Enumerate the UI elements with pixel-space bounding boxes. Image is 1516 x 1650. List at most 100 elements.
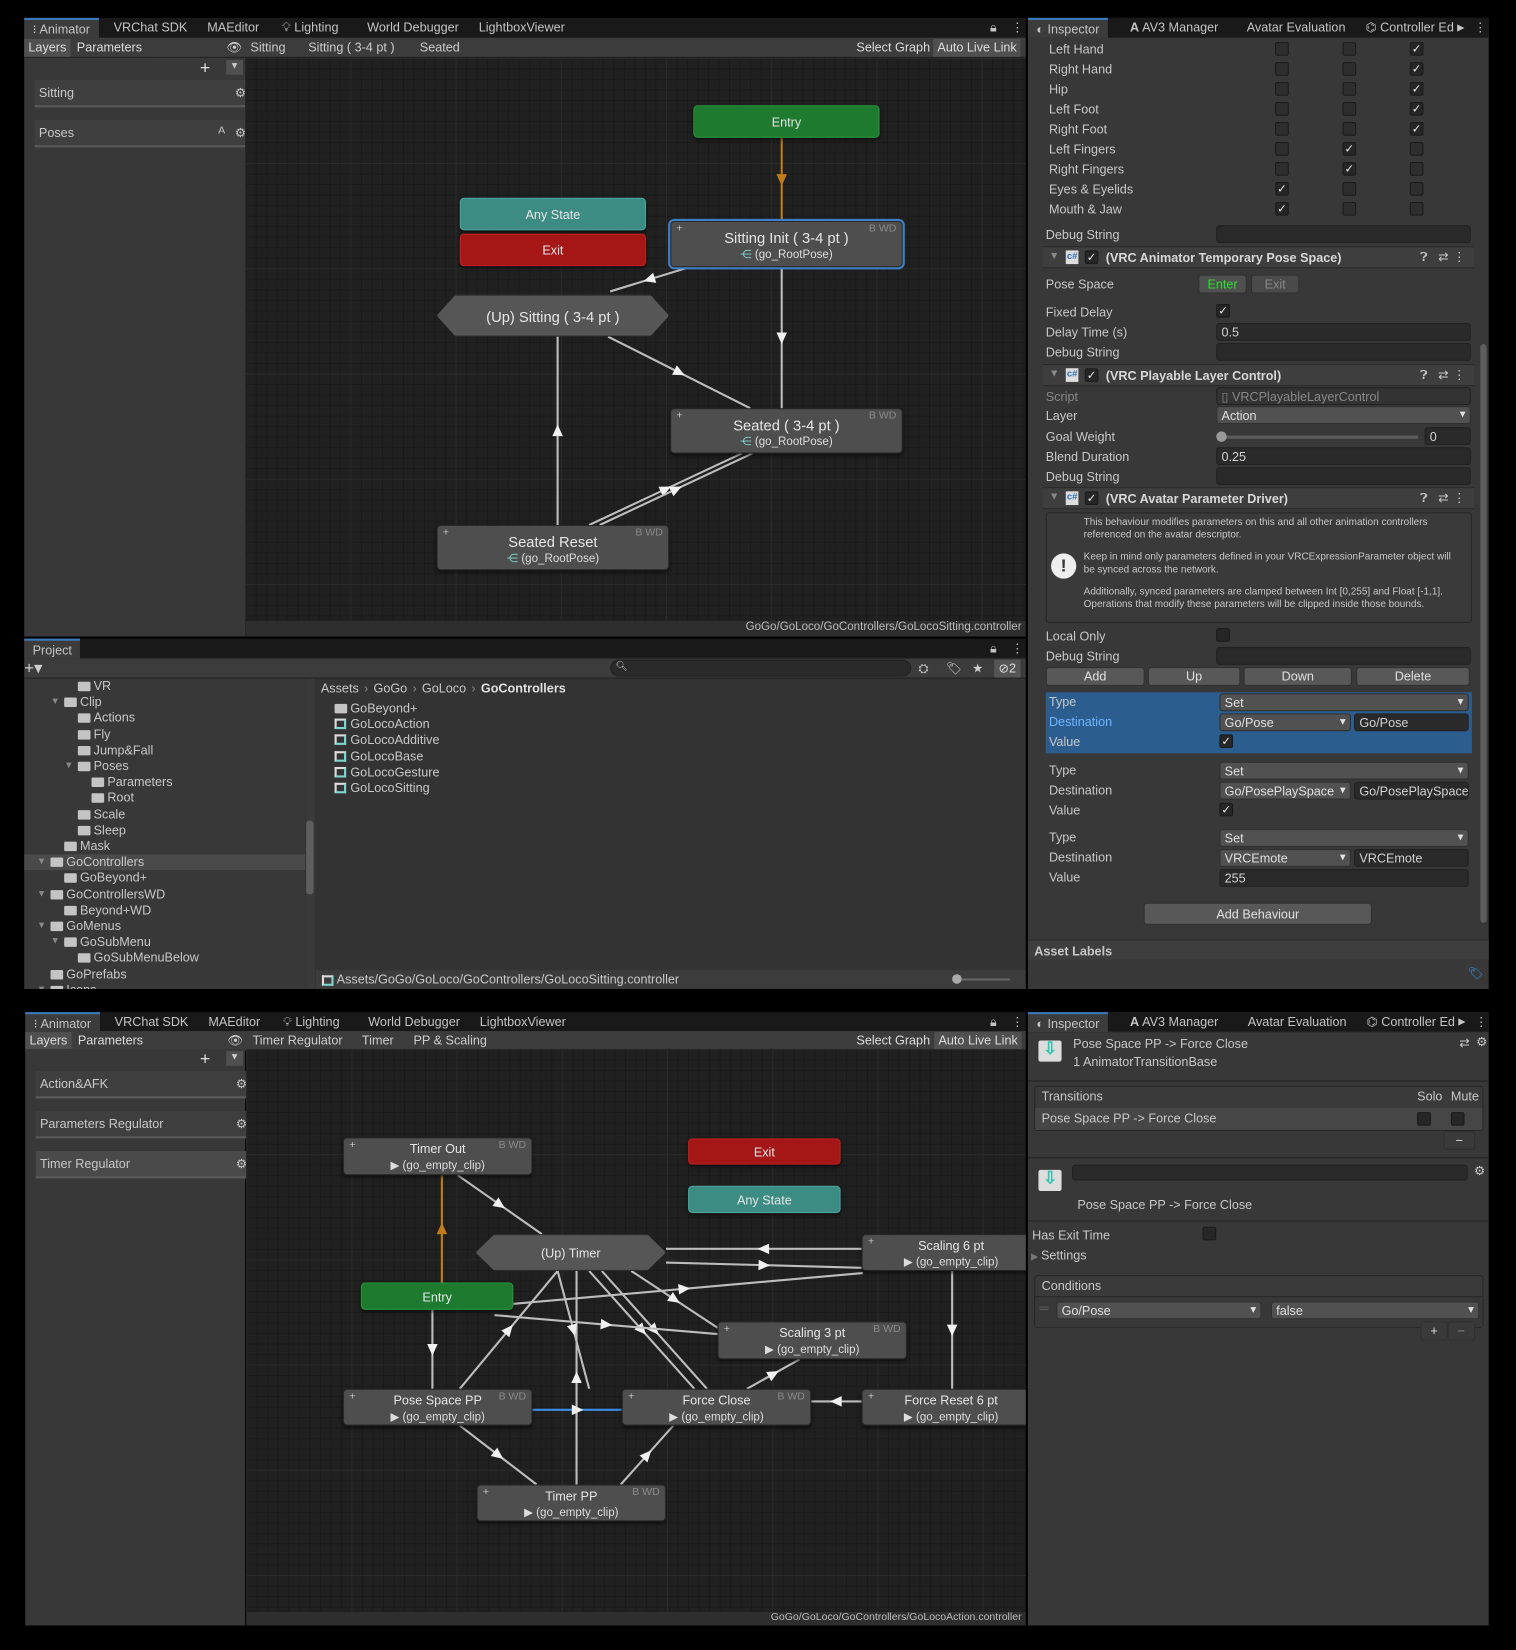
hidden-packages-toggle[interactable]: ⊘2 bbox=[994, 659, 1021, 678]
remove-condition-button[interactable]: − bbox=[1447, 1321, 1476, 1341]
fixed-delay-checkbox[interactable]: ✓ bbox=[1216, 304, 1230, 318]
type-dropdown[interactable]: Set bbox=[1219, 761, 1469, 780]
lock-icon[interactable]: 🔒︎ bbox=[990, 19, 997, 35]
tab-lighting[interactable]: 💡︎ Lighting bbox=[281, 19, 339, 35]
has-exit-time-checkbox[interactable] bbox=[1202, 1226, 1217, 1241]
body-part-checkbox[interactable] bbox=[1275, 82, 1289, 96]
eye-icon[interactable]: 👁︎ bbox=[227, 1033, 244, 1048]
condition-value-dropdown[interactable]: false bbox=[1270, 1301, 1480, 1320]
layers-tab[interactable]: Layers bbox=[24, 38, 71, 57]
add-layer-button[interactable]: + bbox=[199, 1048, 211, 1069]
body-part-checkbox[interactable]: ✓ bbox=[1342, 162, 1357, 176]
body-part-checkbox[interactable] bbox=[1275, 122, 1289, 136]
body-part-checkbox[interactable] bbox=[1409, 202, 1424, 216]
transition-name-field[interactable] bbox=[1072, 1164, 1468, 1181]
state-node-entry[interactable]: Entry bbox=[360, 1282, 514, 1310]
tree-item-goprefabs[interactable]: GoPrefabs bbox=[50, 966, 127, 981]
body-part-checkbox[interactable] bbox=[1342, 82, 1357, 96]
tab-maeditor[interactable]: MAEditor bbox=[207, 19, 260, 35]
state-node-scaling-6-pt[interactable]: Scaling 6 pt▶(go_empty_clip)+ bbox=[861, 1234, 1026, 1271]
delay-time-field[interactable]: 0.5 bbox=[1216, 322, 1471, 341]
tree-item-jump-fall[interactable]: Jump&Fall bbox=[77, 743, 153, 757]
presets-icon[interactable]: ⇄ bbox=[1438, 249, 1449, 265]
body-part-checkbox[interactable] bbox=[1409, 142, 1424, 156]
local-only-checkbox[interactable] bbox=[1216, 628, 1230, 642]
value-checkbox[interactable]: ✓ bbox=[1219, 802, 1234, 817]
transition-arrow-icon[interactable] bbox=[492, 1197, 508, 1212]
mute-checkbox[interactable] bbox=[1450, 1112, 1465, 1126]
destination-field[interactable]: VRCEmote bbox=[1354, 849, 1469, 867]
gear-icon[interactable]: ⚙ bbox=[235, 1116, 248, 1132]
state-node-force-reset-6-pt[interactable]: Force Reset 6 pt▶(go_empty_clip)+ bbox=[861, 1388, 1026, 1426]
tab-controller-editor[interactable]: ⌬ Controller Ed bbox=[1365, 19, 1454, 35]
tree-item-actions[interactable]: Actions bbox=[77, 711, 135, 725]
state-node-sitting-init-3-4-pt[interactable]: Sitting Init ( 3-4 pt )⋲(go_RootPose)+B … bbox=[670, 220, 903, 268]
help-icon[interactable]: ❓︎ bbox=[1420, 249, 1428, 265]
state-node-timer-pp[interactable]: Timer PP▶(go_empty_clip)+B WD bbox=[476, 1484, 666, 1522]
tree-item-poses[interactable]: ▼Poses bbox=[64, 759, 129, 774]
lock-icon[interactable]: 🔒︎ bbox=[990, 640, 997, 656]
more-menu-icon[interactable]: ⋮ bbox=[1452, 249, 1466, 265]
transition-arrow-icon[interactable] bbox=[490, 1447, 507, 1463]
more-menu-icon[interactable]: ⋮ bbox=[1011, 19, 1024, 35]
tab-lighting[interactable]: 💡︎ Lighting bbox=[283, 1014, 340, 1029]
tab-animator[interactable]: ⁝ Animator bbox=[24, 17, 99, 38]
add-layer-button[interactable]: + bbox=[199, 57, 211, 78]
state-node-seated-reset[interactable]: Seated Reset⋲(go_RootPose)+B WD bbox=[436, 524, 670, 571]
tab-inspector[interactable]: ◐ Inspector bbox=[1027, 1012, 1108, 1033]
body-part-checkbox[interactable] bbox=[1342, 122, 1357, 136]
tab-world-debugger[interactable]: World Debugger bbox=[368, 1014, 460, 1029]
tree-item-gobeyond[interactable]: GoBeyond+ bbox=[64, 870, 147, 885]
type-dropdown[interactable]: Set bbox=[1219, 693, 1469, 712]
lock-icon[interactable]: 🔒︎ bbox=[990, 1014, 997, 1029]
layer-row-parameters-regulator[interactable]: Parameters Regulator⚙ bbox=[35, 1111, 252, 1139]
project-search-input[interactable] bbox=[610, 659, 912, 677]
layer-row-timer-regulator[interactable]: Timer Regulator⚙ bbox=[35, 1150, 252, 1179]
tree-item-gomenus[interactable]: ▼GoMenus bbox=[37, 918, 122, 933]
body-part-checkbox[interactable]: ✓ bbox=[1409, 42, 1424, 56]
goal-weight-field[interactable]: 0 bbox=[1424, 427, 1471, 446]
transition-list-item[interactable]: Pose Space PP -> Force Close bbox=[1035, 1107, 1483, 1130]
select-graph-button[interactable]: Select Graph bbox=[852, 1032, 935, 1050]
transition-arrow-icon[interactable] bbox=[672, 365, 687, 380]
transition-arrow-icon[interactable] bbox=[642, 272, 657, 286]
delete-parameter-button[interactable]: Delete bbox=[1356, 667, 1470, 686]
state-node-any-state[interactable]: Any State bbox=[459, 197, 646, 231]
body-part-checkbox[interactable] bbox=[1342, 202, 1357, 216]
more-menu-icon[interactable]: ⋮ bbox=[1452, 490, 1466, 506]
destination-field[interactable]: Go/PosePlaySpace bbox=[1354, 781, 1469, 800]
component-header-temporary-pose-space[interactable]: ▼ c# ✓ (VRC Animator Temporary Pose Spac… bbox=[1042, 246, 1474, 269]
tab-animator[interactable]: ⁝ Animator bbox=[25, 1012, 100, 1033]
tree-item-scale[interactable]: Scale bbox=[77, 807, 125, 821]
component-enabled-checkbox[interactable]: ✓ bbox=[1084, 368, 1099, 382]
foldout-arrow-icon[interactable]: ▼ bbox=[1048, 491, 1060, 503]
remove-transition-button[interactable]: − bbox=[1443, 1131, 1476, 1150]
settings-foldout[interactable]: ▶ Settings bbox=[1031, 1247, 1087, 1263]
body-part-checkbox[interactable] bbox=[1409, 162, 1424, 176]
gear-icon[interactable]: ⚙ bbox=[1476, 1034, 1488, 1049]
expand-arrow-icon[interactable]: ▼ bbox=[36, 855, 47, 867]
tab-world-debugger[interactable]: World Debugger bbox=[367, 19, 459, 35]
debug-string-field[interactable] bbox=[1216, 225, 1471, 244]
breadcrumb-item[interactable]: Timer Regulator bbox=[252, 1033, 343, 1048]
transition-arrow-icon[interactable] bbox=[766, 1366, 781, 1382]
more-menu-icon[interactable]: ⋮ bbox=[1011, 640, 1024, 656]
presets-icon[interactable]: ⇄ bbox=[1438, 490, 1449, 506]
layer-dropdown[interactable]: Action bbox=[1216, 406, 1471, 424]
body-part-checkbox[interactable] bbox=[1275, 42, 1289, 56]
breadcrumb-item[interactable]: GoLoco bbox=[421, 680, 467, 696]
component-enabled-checkbox[interactable]: ✓ bbox=[1084, 491, 1099, 506]
tab-scroll-right-icon[interactable]: ▶ bbox=[1457, 22, 1465, 33]
tree-item-icons[interactable]: ▼Icons bbox=[37, 982, 96, 989]
state-node-timer-out[interactable]: Timer Out▶(go_empty_clip)+B WD bbox=[342, 1137, 533, 1176]
tab-maeditor[interactable]: MAEditor bbox=[208, 1014, 261, 1029]
layers-tab[interactable]: Layers bbox=[25, 1032, 72, 1050]
tree-item-vr[interactable]: VR bbox=[77, 679, 111, 693]
drag-handle-icon[interactable]: ═ bbox=[1039, 1300, 1049, 1316]
debug-string-field[interactable] bbox=[1216, 647, 1471, 665]
transition-arrow-icon[interactable] bbox=[436, 1222, 448, 1235]
expand-arrow-icon[interactable]: ▼ bbox=[50, 935, 60, 947]
transition-arrow-icon[interactable] bbox=[600, 1318, 613, 1330]
state-node-exit[interactable]: Exit bbox=[459, 233, 646, 267]
